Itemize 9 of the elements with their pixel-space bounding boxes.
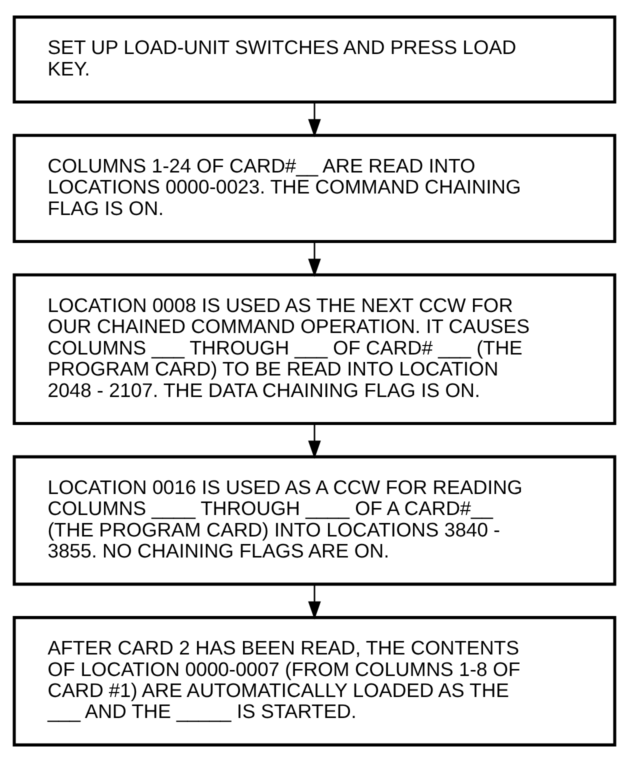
node-box: LOCATION 0008 IS USED AS THE NEXT CCW FOR OUR CHAINED COMMAND OPERATION. IT CAUSES COLUMNS ___ THROUGH ___ OF CARD# ___ (THE PROGRAM CARD) TO BE READ INTO LOCATION 2048 - 2107. THE DATA CHAINING FLAG IS ON. [12,272,616,424]
arrow [308,241,321,276]
node-box: SET UP LOAD-UNIT SWITCHES AND PRESS LOAD KEY. [12,15,616,103]
arrow [308,102,321,137]
node-box: COLUMNS 1-24 OF CARD#__ ARE READ INTO LOCATIONS 0000-0023. THE COMMAND CHAINING FLAG IS ON. [12,133,616,242]
node-box: LOCATION 0016 IS USED AS A CCW FOR READING COLUMNS ____ THROUGH ____ OF A CARD#__ (THE PROGRAM CARD) INTO LOCATIONS 3840 - 3855. NO CHAINING FLAGS ARE ON. [12,454,616,586]
arrow [308,584,321,620]
node-box: AFTER CARD 2 HAS BEEN READ, THE CONTENTS OF LOCATION 0000-0007 (FROM COLUMNS 1-8 OF CARD #1) ARE AUTOMATICALLY LOADED AS THE ___ AND THE _____ IS STARTED. [12,616,616,746]
arrow [308,423,321,458]
